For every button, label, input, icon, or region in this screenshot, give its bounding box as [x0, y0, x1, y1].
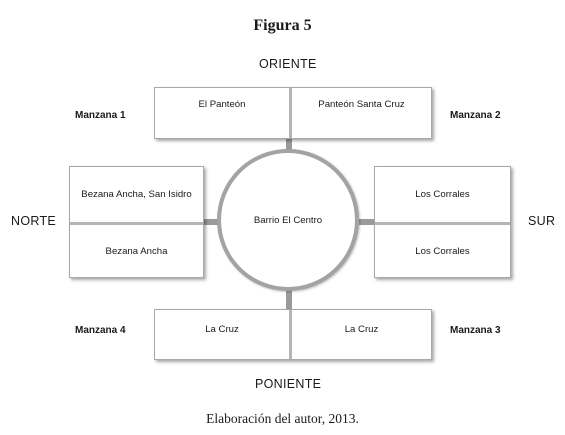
manzana-2-label: Manzana 2 — [450, 110, 501, 121]
center-label: Barrio El Centro — [253, 214, 323, 226]
right-box-divider — [375, 222, 510, 225]
top-box-cell-el-panteon: El Panteón — [198, 99, 246, 110]
manzana-1-label: Manzana 1 — [75, 110, 126, 121]
left-box-divider — [70, 222, 203, 225]
connector-top — [286, 138, 292, 150]
bottom-box-cell-la-cruz-left: La Cruz — [205, 324, 239, 335]
top-box-divider — [289, 88, 292, 138]
direction-oriente-label: ORIENTE — [259, 57, 317, 71]
left-box: Bezana Ancha, San Isidro Bezana Ancha — [69, 166, 204, 278]
bottom-box-cell-la-cruz-right: La Cruz — [344, 324, 379, 335]
right-box: Los Corrales Los Corrales — [374, 166, 511, 278]
bottom-box-divider — [289, 310, 292, 359]
right-box-cell-los-corrales-top: Los Corrales — [415, 189, 470, 200]
manzana-3-label: Manzana 3 — [450, 325, 501, 336]
left-box-cell-bezana-ancha: Bezana Ancha — [105, 245, 168, 257]
figure-caption: Elaboración del autor, 2013. — [206, 411, 359, 426]
top-box-cell-panteon-santa-cruz: Panteón Santa Cruz — [318, 99, 405, 110]
top-box: El Panteón Panteón Santa Cruz — [154, 87, 432, 139]
connector-left — [202, 219, 218, 225]
bottom-box: La Cruz La Cruz — [154, 309, 432, 360]
connector-right — [359, 219, 375, 225]
figure-title: Figura 5 — [253, 17, 312, 34]
center-circle: Barrio El Centro — [217, 149, 359, 291]
left-box-cell-bezana-ancha-san-isidro: Bezana Ancha, San Isidro — [81, 189, 192, 200]
manzana-4-label: Manzana 4 — [75, 325, 126, 336]
direction-poniente-label: PONIENTE — [255, 377, 322, 391]
direction-sur-label: SUR — [528, 214, 556, 228]
connector-bottom — [286, 290, 292, 310]
right-box-cell-los-corrales-bottom: Los Corrales — [415, 245, 470, 257]
direction-norte-label: NORTE — [11, 214, 57, 228]
